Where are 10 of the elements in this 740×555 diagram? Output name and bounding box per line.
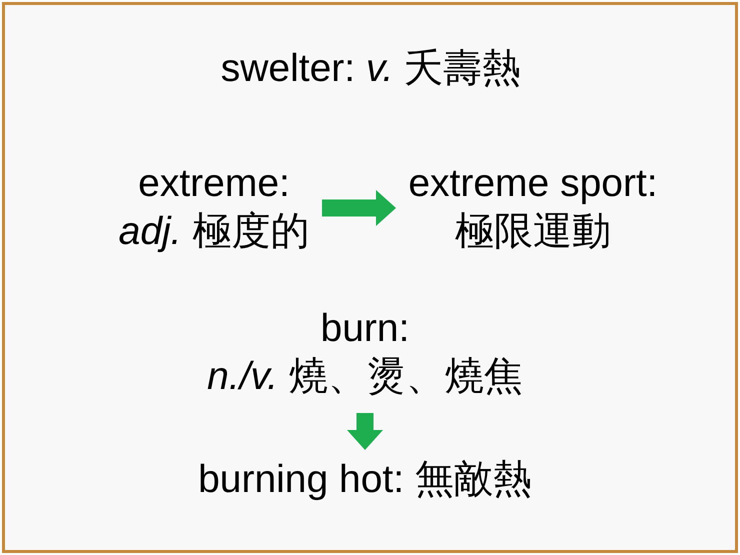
definition-text: adj. 極度的 xyxy=(118,209,310,255)
term-heading: extreme sport: xyxy=(408,161,658,207)
arrow xyxy=(347,413,383,450)
definition-text: 極限運動 xyxy=(455,209,611,255)
term-definition: burning hot: 無敵熱 xyxy=(198,457,532,503)
term-heading: burn: xyxy=(320,306,410,352)
word-definition: swelter: v. 夭壽熱 xyxy=(220,46,522,92)
arrow xyxy=(322,190,396,226)
term-heading: extreme: xyxy=(138,161,290,207)
definition-text: n./v. 燒、燙、燒焦 xyxy=(207,354,523,400)
